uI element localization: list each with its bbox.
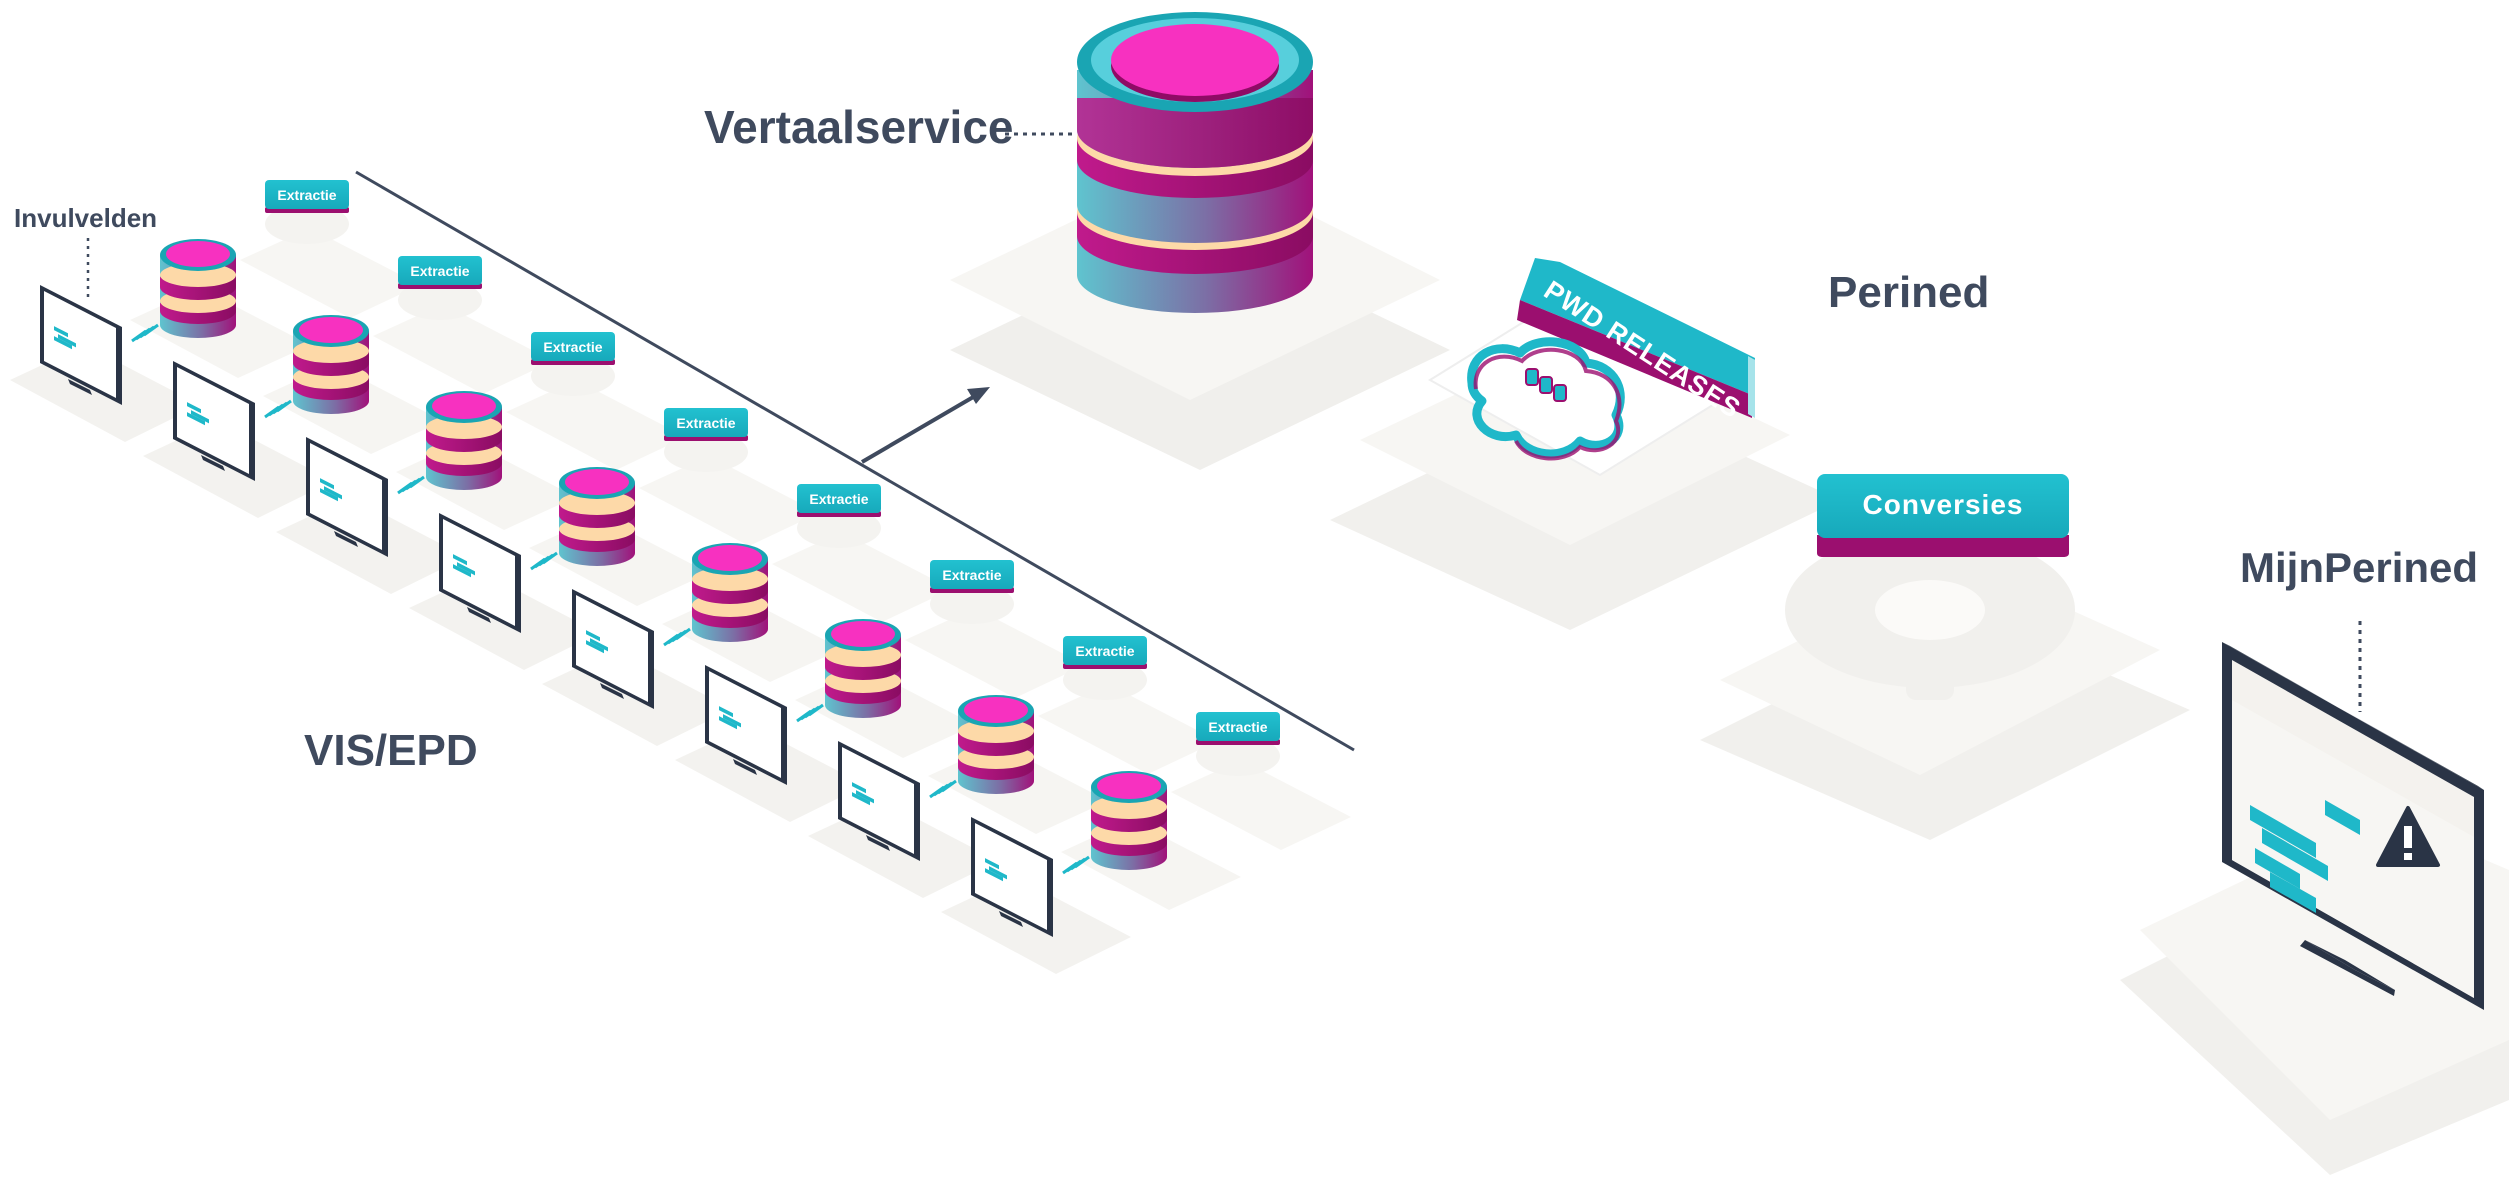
- extractie-badge: Extractie: [664, 408, 748, 472]
- monitor-icon: [40, 285, 122, 405]
- database-icon: [958, 695, 1034, 794]
- monitor-icon: [971, 817, 1053, 937]
- perined-label: Perined: [1828, 268, 1990, 317]
- invulvelden-label: Invulvelden: [14, 203, 158, 233]
- database-icon: [426, 391, 502, 490]
- conversies-label: Conversies: [1863, 489, 2024, 520]
- extractie-label: Extractie: [543, 339, 602, 355]
- extractie-badge: Extractie: [797, 484, 881, 548]
- extractie-badge: Extractie: [531, 332, 615, 396]
- extractie-label: Extractie: [1075, 643, 1134, 659]
- extractie-badge: Extractie: [1063, 636, 1147, 700]
- extractie-label: Extractie: [277, 187, 336, 203]
- monitor-icon: [838, 741, 920, 861]
- database-icon: [825, 619, 901, 718]
- link-icon: [131, 323, 159, 343]
- link-icon: [397, 475, 425, 495]
- extractie-badge: Extractie: [265, 180, 349, 244]
- vertaalservice-label: Vertaalservice: [704, 101, 1014, 153]
- link-icon: [264, 399, 292, 419]
- link-icon: [1062, 855, 1090, 875]
- link-icon: [530, 551, 558, 571]
- link-icon: [929, 779, 957, 799]
- extractie-label: Extractie: [942, 567, 1001, 583]
- database-icon: [1091, 771, 1167, 870]
- extractie-label: Extractie: [1208, 719, 1267, 735]
- database-icon: [293, 315, 369, 414]
- monitor-icon: [306, 437, 388, 557]
- chat-bubble-icon: [1467, 337, 1625, 461]
- mijnperined-label: MijnPerined: [2240, 544, 2479, 591]
- monitor-icon: [439, 513, 521, 633]
- database-icon: [160, 239, 236, 338]
- arrow-icon: [860, 387, 990, 464]
- mijnperined-monitor-icon: [2222, 642, 2484, 1010]
- extractie-label: Extractie: [809, 491, 868, 507]
- link-icon: [796, 703, 824, 723]
- vis-epd-label: VIS/EPD: [304, 726, 478, 775]
- database-icon: [692, 543, 768, 642]
- monitor-icon: [572, 589, 654, 709]
- extractie-badge: Extractie: [930, 560, 1014, 624]
- monitor-icon: [705, 665, 787, 785]
- extractie-badge: Extractie: [398, 256, 482, 320]
- database-icon: [559, 467, 635, 566]
- vertaalservice-database-icon: [1077, 12, 1313, 313]
- conversies-badge: Conversies: [1817, 474, 2069, 557]
- extractie-badge: Extractie: [1196, 712, 1280, 776]
- source-rows: ExtractieExtractieExtractieExtractieExtr…: [40, 180, 1280, 937]
- warning-icon: [2376, 806, 2440, 867]
- conversies-gear-icon: [1785, 520, 2075, 700]
- monitor-icon: [173, 361, 255, 481]
- extractie-label: Extractie: [410, 263, 469, 279]
- extractie-label: Extractie: [676, 415, 735, 431]
- link-icon: [663, 627, 691, 647]
- separator-line: [355, 170, 1355, 752]
